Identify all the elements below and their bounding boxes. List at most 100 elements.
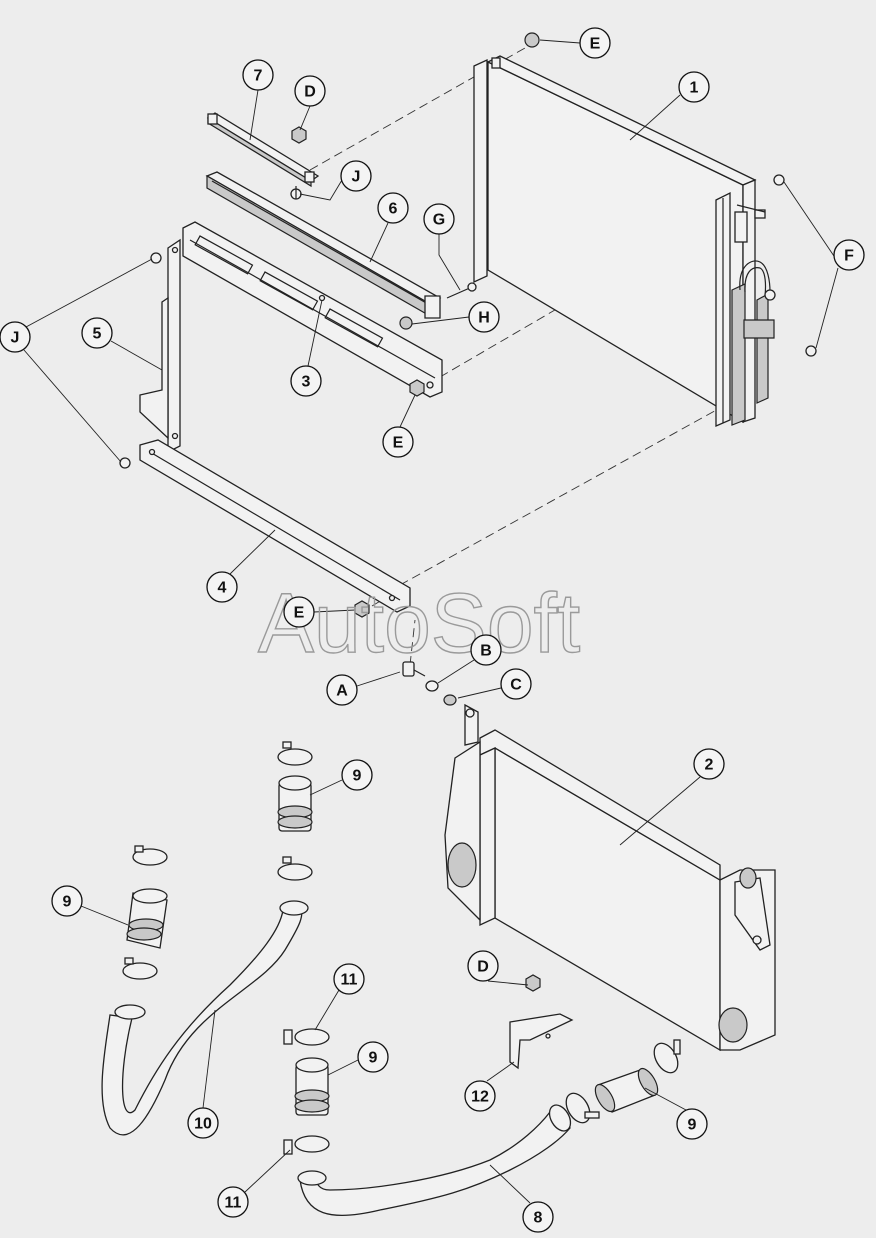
- callout-circle: [833, 239, 865, 271]
- callout-circle: [206, 571, 238, 603]
- callout-label: J: [352, 169, 361, 186]
- callout-12: 12: [464, 1080, 496, 1112]
- callout-circle: [290, 365, 322, 397]
- callout-circle: [340, 160, 372, 192]
- callout-label: 3: [302, 374, 311, 391]
- callout-B: B: [470, 634, 502, 666]
- callout-E: E: [382, 426, 414, 458]
- callout-label: E: [393, 435, 404, 452]
- callout-9: 9: [676, 1108, 708, 1140]
- callout-3: 3: [290, 365, 322, 397]
- callout-label: 11: [225, 1195, 242, 1212]
- callout-11: 11: [217, 1186, 249, 1218]
- callout-4: 4: [206, 571, 238, 603]
- hoses-and-clamps: [122, 741, 681, 1155]
- callout-label: A: [336, 683, 348, 700]
- callout-E: E: [283, 596, 315, 628]
- watermark-text: AutoSoft: [258, 576, 580, 670]
- upper-bracket-part-7: [206, 112, 320, 188]
- callout-label: 9: [63, 894, 72, 911]
- leader-lines: [23, 39, 839, 1204]
- callout-circle: [382, 426, 414, 458]
- callout-label: B: [480, 643, 492, 660]
- callout-label: 2: [705, 757, 714, 774]
- callout-label: 8: [534, 1210, 543, 1227]
- callout-circle: [341, 759, 373, 791]
- callout-1: 1: [678, 71, 710, 103]
- callout-C: C: [500, 668, 532, 700]
- callout-H: H: [468, 301, 500, 333]
- callout-label: 9: [369, 1050, 378, 1067]
- callout-G: G: [423, 203, 455, 235]
- callout-J: J: [340, 160, 372, 192]
- callout-label: F: [844, 248, 854, 265]
- rail-part-6: [205, 171, 442, 319]
- charge-air-cooler-part-2: [444, 703, 776, 1052]
- callout-circle: [187, 1107, 219, 1139]
- callout-label: C: [510, 677, 522, 694]
- callout-circle: [464, 1080, 496, 1112]
- callout-circle: [81, 317, 113, 349]
- callout-label: 12: [471, 1089, 489, 1106]
- callout-J: J: [0, 321, 31, 353]
- callout-circle: [693, 748, 725, 780]
- callout-6: 6: [377, 192, 409, 224]
- callout-circle: [51, 885, 83, 917]
- callout-circle: [217, 1186, 249, 1218]
- callout-circle: [470, 634, 502, 666]
- callout-A: A: [326, 674, 358, 706]
- callout-label: 9: [688, 1117, 697, 1134]
- callout-circle: [242, 59, 274, 91]
- callout-label: H: [478, 310, 490, 327]
- callout-label: D: [477, 959, 489, 976]
- callout-circle: [522, 1201, 554, 1233]
- callout-circle: [676, 1108, 708, 1140]
- lower-bracket-part-4: [139, 439, 411, 613]
- callout-label: E: [294, 605, 305, 622]
- bracket-part-12: [509, 974, 574, 1070]
- callout-label: G: [433, 212, 445, 229]
- callout-8: 8: [522, 1201, 554, 1233]
- callout-label: 10: [194, 1116, 212, 1133]
- condenser-part-1: [473, 55, 776, 427]
- callout-circle: [468, 301, 500, 333]
- callout-circle: [283, 596, 315, 628]
- callout-9: 9: [341, 759, 373, 791]
- callout-9: 9: [51, 885, 83, 917]
- callout-10: 10: [187, 1107, 219, 1139]
- fasteners: [119, 32, 817, 706]
- callout-F: F: [833, 239, 865, 271]
- callout-D: D: [294, 75, 326, 107]
- callout-label: 1: [690, 80, 699, 97]
- callout-label: 4: [218, 580, 227, 597]
- callout-circle: [579, 27, 611, 59]
- pipe-part-8: [297, 1104, 572, 1217]
- callout-circle: [377, 192, 409, 224]
- callout-2: 2: [693, 748, 725, 780]
- callout-circle: [678, 71, 710, 103]
- side-shield-part-5: [139, 238, 181, 454]
- callout-label: 9: [353, 768, 362, 785]
- callout-label: D: [304, 84, 316, 101]
- callout-circle: [500, 668, 532, 700]
- callout-9: 9: [357, 1041, 389, 1073]
- callout-E: E: [579, 27, 611, 59]
- callout-7: 7: [242, 59, 274, 91]
- callout-11: 11: [333, 963, 365, 995]
- callout-label: 7: [254, 68, 263, 85]
- callout-label: 6: [389, 201, 398, 218]
- callout-circle: [0, 321, 31, 353]
- callout-circle: [357, 1041, 389, 1073]
- callout-circle: [294, 75, 326, 107]
- callout-circle: [467, 950, 499, 982]
- callout-label: 11: [341, 972, 358, 989]
- callout-label: 5: [93, 326, 102, 343]
- callout-D: D: [467, 950, 499, 982]
- callout-label: J: [11, 330, 20, 347]
- callout-circle: [333, 963, 365, 995]
- callout-circle: [326, 674, 358, 706]
- callout-label: E: [590, 36, 601, 53]
